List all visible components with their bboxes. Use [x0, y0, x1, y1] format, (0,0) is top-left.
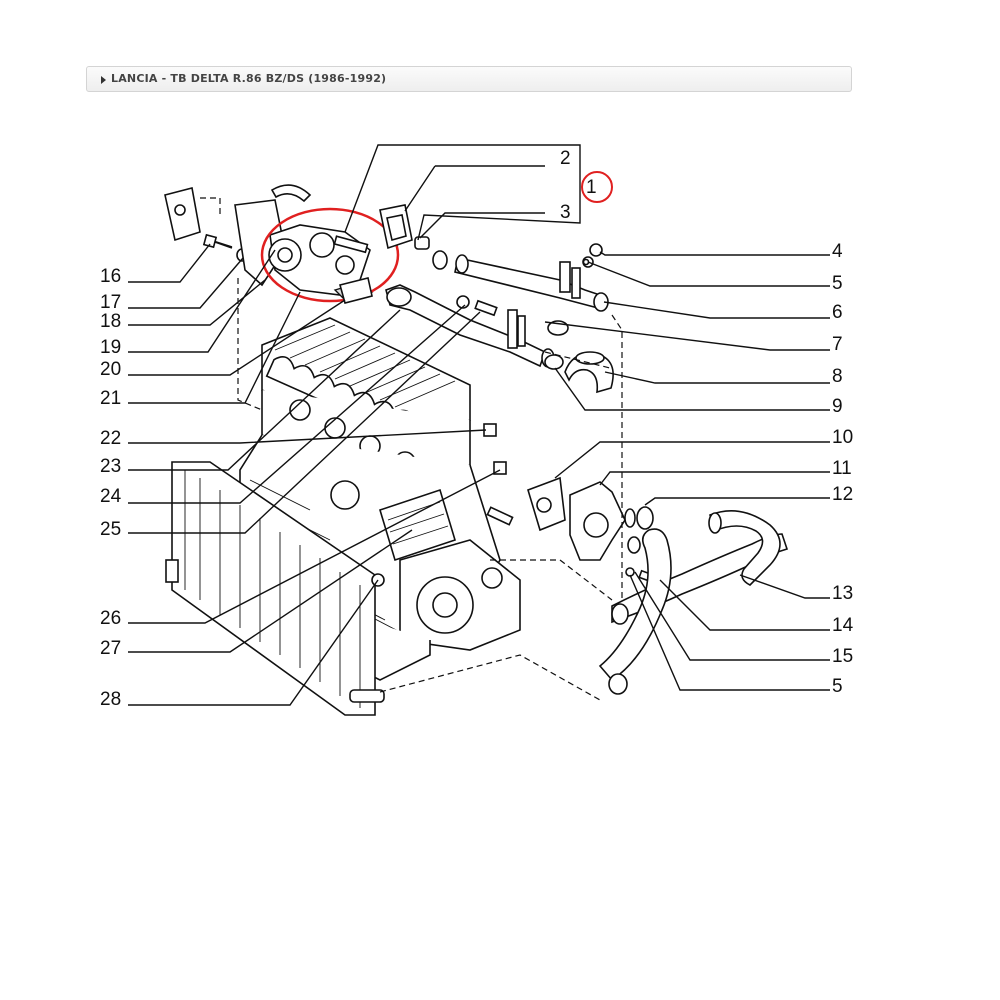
callout-23: 23: [100, 456, 121, 477]
callout-25: 25: [100, 519, 121, 540]
callout-21: 21: [100, 388, 121, 409]
upper-water-pipe: [454, 243, 609, 312]
callout-24: 24: [100, 486, 122, 507]
callout-5-lower: 5: [832, 676, 843, 697]
callout-10: 10: [832, 427, 853, 448]
water-pump-drawing: [268, 224, 374, 301]
callout-19: 19: [100, 337, 121, 358]
callout-15: 15: [832, 646, 853, 667]
callout-14: 14: [832, 615, 854, 636]
callout-18: 18: [100, 311, 121, 332]
water-pump-highlight-circle: [260, 207, 400, 303]
radiator-drawing: [165, 461, 385, 716]
callout-1-highlight: [581, 171, 613, 203]
thermostat-housing: [483, 423, 662, 586]
callout-8: 8: [832, 366, 843, 387]
breadcrumb-arrow-icon: [101, 76, 106, 84]
lower-water-pipe: [385, 284, 555, 368]
callout-28: 28: [100, 689, 121, 710]
callout-27: 27: [100, 638, 121, 659]
callout-2: 2: [560, 148, 571, 169]
callout-1: 1: [586, 177, 597, 198]
callout-16: 16: [100, 266, 121, 287]
callout-12: 12: [832, 484, 853, 505]
callout-4: 4: [832, 241, 843, 262]
callout-17: 17: [100, 292, 121, 313]
callout-6: 6: [832, 302, 843, 323]
callout-13: 13: [832, 583, 853, 604]
callout-20: 20: [100, 359, 121, 380]
callout-26: 26: [100, 608, 121, 629]
fitting-part: [414, 236, 430, 250]
callout-9: 9: [832, 396, 843, 417]
callout-labels: 2 1 3 4 5 6 7 8 9 10 11 12 13 14 15 5 16…: [100, 148, 854, 710]
callout-3: 3: [560, 202, 571, 223]
callout-22: 22: [100, 428, 121, 449]
breadcrumb[interactable]: LANCIA - TB DELTA R.86 BZ/DS (1986-1992): [86, 66, 852, 92]
callout-5: 5: [832, 273, 843, 294]
breadcrumb-label[interactable]: LANCIA - TB DELTA R.86 BZ/DS (1986-1992): [111, 72, 387, 85]
callout-7: 7: [832, 334, 843, 355]
lower-hoses: [598, 509, 789, 695]
callout-11: 11: [832, 458, 852, 479]
leader-lines: [128, 144, 830, 706]
